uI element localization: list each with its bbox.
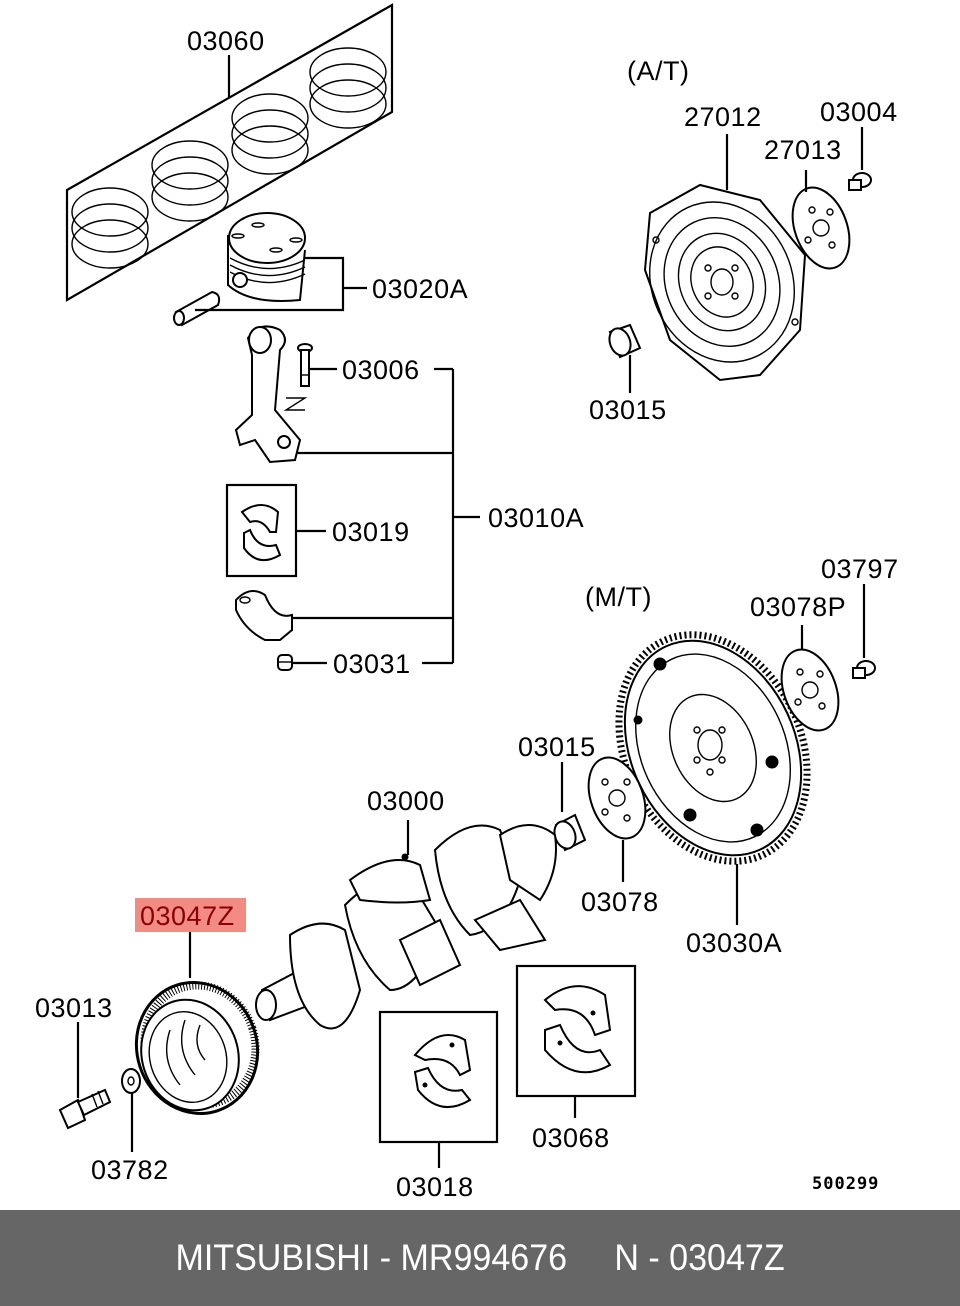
piston[interactable] (227, 212, 306, 302)
bushing-at[interactable] (606, 323, 642, 359)
footer-bar: MITSUBISHI - MR994676 N - 03047Z (0, 1210, 960, 1306)
rod-cap[interactable] (235, 590, 293, 641)
part-label-03078P[interactable]: 03078P (750, 592, 846, 622)
part-label-03006[interactable]: 03006 (342, 355, 420, 385)
part-label-03015-mt[interactable]: 03015 (518, 732, 596, 762)
flywheel-plate[interactable] (771, 642, 849, 739)
part-label-03797[interactable]: 03797 (821, 554, 899, 584)
part-label-03068[interactable]: 03068 (532, 1123, 610, 1153)
highlight-box (135, 898, 246, 932)
drive-plate[interactable] (624, 178, 820, 386)
part-label-03013[interactable]: 03013 (35, 993, 113, 1023)
part-label-03078[interactable]: 03078 (581, 887, 659, 917)
connecting-rod[interactable] (234, 325, 302, 464)
leader-03020A (195, 256, 345, 312)
ring-set-frame (65, 3, 394, 302)
adapter-plate-mt[interactable] (578, 750, 656, 847)
ring-group (231, 93, 309, 175)
part-label-27012[interactable]: 27012 (684, 102, 762, 132)
pilot-bushing[interactable] (551, 813, 587, 852)
thrust-bearing[interactable] (543, 985, 612, 1074)
footer-part-info: MITSUBISHI - MR994676 N - 03047Z (175, 1237, 785, 1278)
piston-pin[interactable] (173, 290, 221, 327)
rod-bolt[interactable] (297, 343, 313, 387)
ring-group (151, 140, 229, 222)
part-label-03047Z[interactable]: 03047Z (140, 901, 235, 931)
ring-group (309, 47, 387, 129)
part-label-03019[interactable]: 03019 (332, 517, 410, 547)
ring-group (71, 187, 149, 269)
rod-bearing-box (225, 483, 298, 578)
section-label-manual: (M/T) (585, 582, 652, 612)
crankshaft[interactable] (255, 824, 557, 1030)
part-label-03018[interactable]: 03018 (396, 1172, 474, 1202)
part-label-03015-at[interactable]: 03015 (589, 395, 667, 425)
part-label-03031[interactable]: 03031 (333, 649, 411, 679)
rod-bearing[interactable] (240, 504, 282, 562)
pulley-bolt[interactable] (58, 1088, 112, 1130)
part-label-03004[interactable]: 03004 (820, 97, 898, 127)
flywheel-bolt[interactable] (852, 660, 876, 679)
flywheel[interactable] (583, 604, 842, 892)
part-label-03000[interactable]: 03000 (367, 786, 445, 816)
piston-ring-set[interactable] (65, 3, 394, 302)
washer[interactable] (121, 1068, 141, 1094)
parts-diagram: 03060 03020A 03006 03010A 03019 03031 (A… (35, 3, 899, 1202)
part-label-27013[interactable]: 27013 (764, 135, 842, 165)
main-bearing-box (378, 1010, 499, 1144)
rod-nut[interactable] (277, 654, 293, 671)
main-bearing[interactable] (413, 1034, 472, 1108)
part-label-03020A[interactable]: 03020A (372, 274, 468, 304)
part-label-03782[interactable]: 03782 (91, 1155, 169, 1185)
part-label-03030A[interactable]: 03030A (686, 928, 782, 958)
crankshaft-pulley[interactable] (120, 967, 275, 1130)
direction-mark-icon (283, 397, 308, 411)
part-label-03060[interactable]: 03060 (187, 26, 265, 56)
drawing-number: 500299 (812, 1174, 879, 1194)
drive-plate-bolt[interactable] (848, 172, 872, 191)
part-label-03010A[interactable]: 03010A (488, 503, 584, 533)
section-label-automatic: (A/T) (627, 56, 690, 86)
